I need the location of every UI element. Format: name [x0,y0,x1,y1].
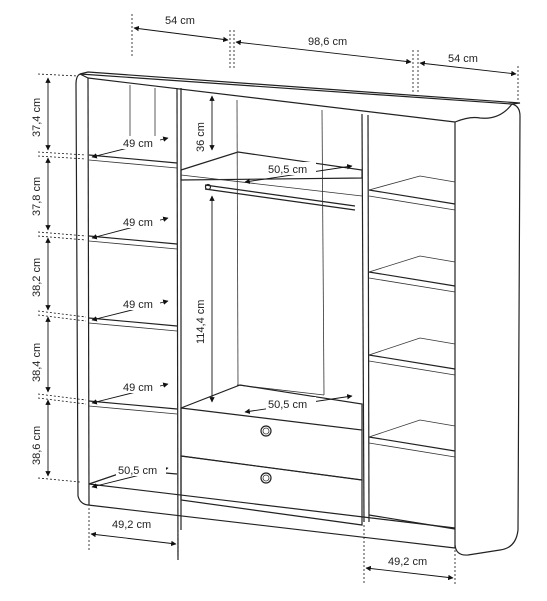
label-left-height-4: 38,4 cm [31,343,43,382]
label-center-drawer-depth: 50,5 cm [268,399,307,411]
label-center-shelf-depth: 50,5 cm [268,164,307,176]
label-left-height-5: 38,6 cm [31,426,43,465]
label-center-top-height: 36 cm [195,122,207,152]
wardrobe-body [75,71,521,561]
label-center-hanging-height: 114,4 cm [195,300,207,344]
label-bottom-left-width: 49,2 cm [112,519,151,531]
label-left-height-1: 37,4 cm [31,98,43,137]
label-left-shelf-depth-1: 49 cm [123,138,153,150]
label-left-height-2: 37,8 cm [31,177,43,216]
label-left-height-3: 38,2 cm [31,258,43,297]
dimension-labels: 54 cm 98,6 cm 54 cm 37,4 cm 37,8 cm 38,2… [31,15,478,568]
label-left-shelf-depth-2: 49 cm [123,217,153,229]
label-top-left-depth: 54 cm [165,15,195,27]
label-top-right-depth: 54 cm [448,53,478,65]
label-top-width: 98,6 cm [308,36,347,48]
label-left-shelf-depth-4: 49 cm [123,382,153,394]
label-left-bottom-shelf: 50,5 cm [118,465,157,477]
label-left-shelf-depth-3: 49 cm [123,299,153,311]
label-bottom-right-width: 49,2 cm [388,556,427,568]
